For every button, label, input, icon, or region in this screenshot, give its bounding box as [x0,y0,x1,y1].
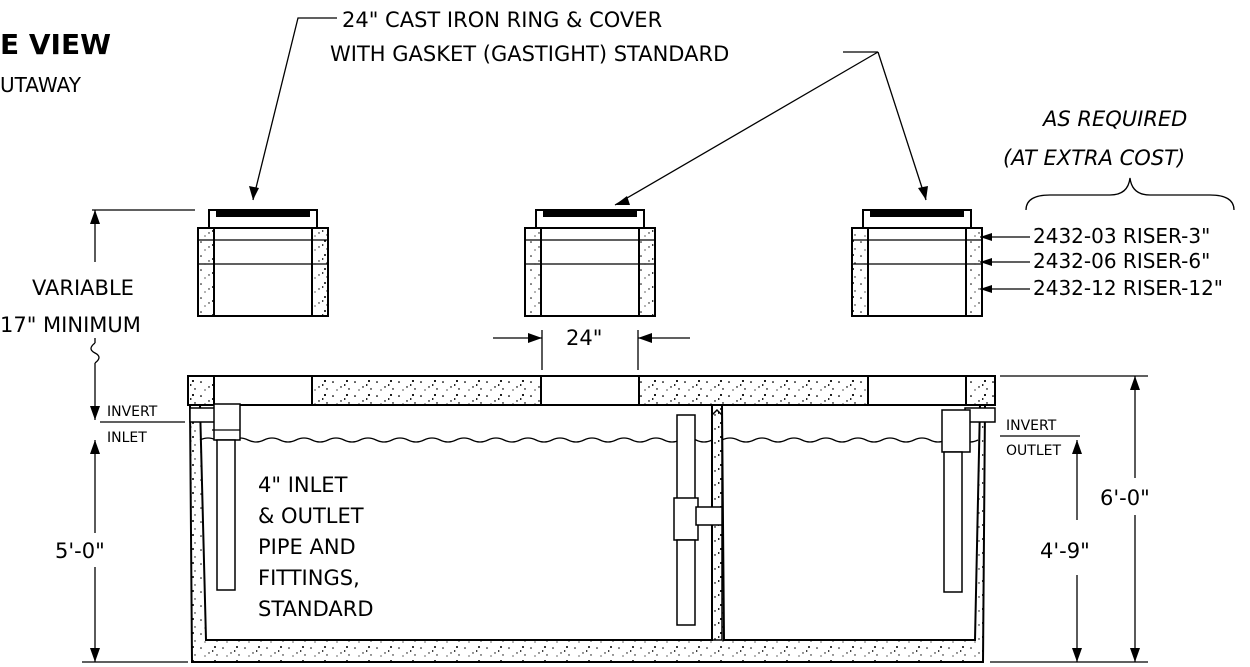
riser-12-label: 2432-12 RISER-12" [1033,276,1223,300]
riser-leaders [980,233,1030,293]
minimum-label: 17" MINIMUM [0,313,141,337]
variable-label: VARIABLE [32,276,134,300]
invert-right-label: INVERT [1006,418,1057,434]
pipe-note-line5: STANDARD [258,597,374,621]
baffle-tee [673,414,723,626]
outlet-depth-dimension [1072,440,1082,662]
cover-leader-lines [249,17,928,206]
opening-label: 24" [566,326,602,350]
riser-stack-left [197,209,329,317]
pipe-note-line2: & OUTLET [258,504,364,528]
as-required-line1: AS REQUIRED [1041,107,1187,131]
view-subtitle: UTAWAY [0,73,82,97]
cover-callout-line1: 24" CAST IRON RING & COVER [342,8,662,32]
inlet-depth-dimension [82,440,188,663]
outlet-depth-label: 4'-9" [1040,539,1090,563]
inlet-label: INLET [107,430,147,446]
outlet-label: OUTLET [1006,443,1061,459]
cover-callout-line2: WITH GASKET (GASTIGHT) STANDARD [330,42,729,66]
total-height-dimension [990,375,1148,663]
invert-left-label: INVERT [107,404,158,420]
riser-stack-center [524,209,656,317]
opening-dimension [493,330,690,370]
view-title: E VIEW [0,28,111,61]
inlet-pipe [189,403,241,591]
variable-dimension [90,209,195,420]
total-height-label: 6'-0" [1100,486,1150,510]
pipe-note-line4: FITTINGS, [258,566,360,590]
as-required-line2: (AT EXTRA COST) [1003,146,1185,170]
inlet-depth-label: 5'-0" [55,539,105,563]
septic-tank [187,375,996,663]
riser-brace [1025,177,1235,211]
pipe-note-line1: 4" INLET [258,473,348,497]
riser-stack-right [851,209,983,317]
outlet-pipe [941,407,996,593]
riser-3-label: 2432-03 RISER-3" [1033,224,1210,248]
pipe-note-line3: PIPE AND [258,535,356,559]
riser-6-label: 2432-06 RISER-6" [1033,249,1210,273]
